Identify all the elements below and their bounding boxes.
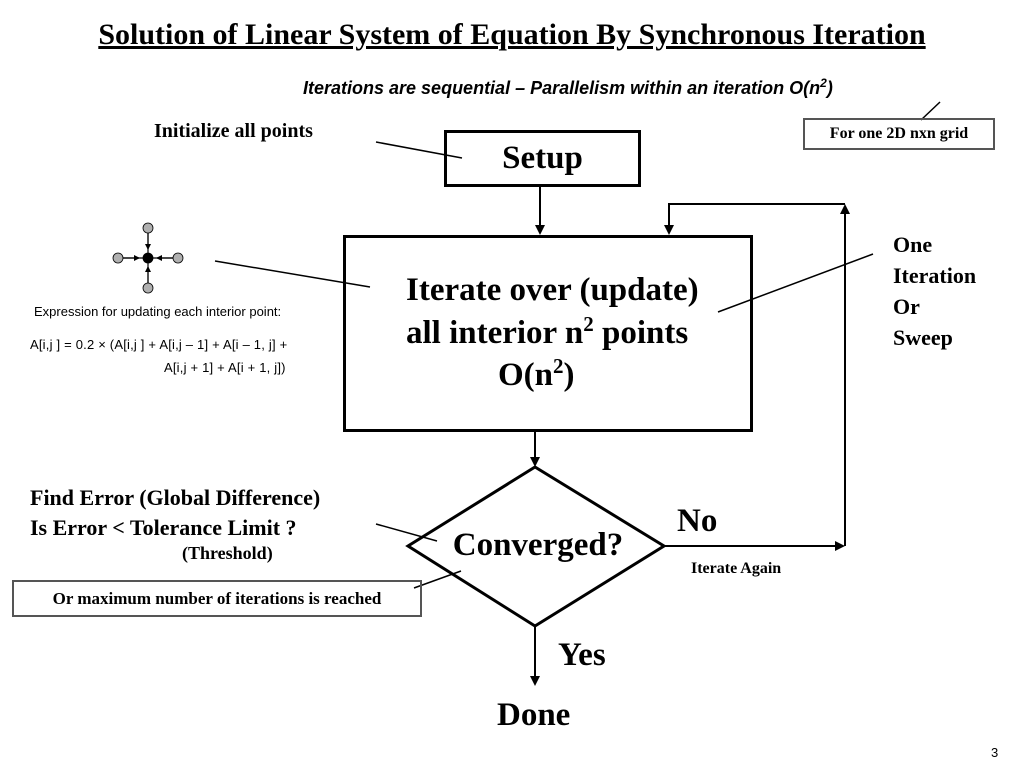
arrow-loop-back bbox=[664, 203, 845, 235]
yes-label: Yes bbox=[558, 637, 606, 673]
page-number: 3 bbox=[991, 745, 999, 760]
slide-subtitle: Iterations are sequential – Parallelism … bbox=[303, 76, 833, 99]
sweep-line-2: Iteration bbox=[893, 263, 977, 288]
threshold-label: (Threshold) bbox=[182, 543, 273, 563]
iterate-box: Iterate over (update) all interior n2 po… bbox=[343, 235, 753, 432]
iterate-line-2-sup: 2 bbox=[583, 312, 594, 336]
subtitle-sup: 2 bbox=[820, 76, 827, 90]
sweep-line-3: Or bbox=[893, 294, 920, 319]
grid-note-box: For one 2D nxn grid bbox=[803, 118, 995, 150]
iterate-line-3-text: O(n bbox=[498, 357, 554, 393]
no-label: No bbox=[677, 503, 718, 539]
tolerance-label: Is Error < Tolerance Limit ? bbox=[30, 515, 297, 540]
callout-grid-note bbox=[920, 101, 941, 121]
slide-title: Solution of Linear System of Equation By… bbox=[98, 18, 926, 51]
setup-box: Setup bbox=[444, 130, 641, 187]
iterate-line-2-tail: points bbox=[593, 315, 689, 351]
max-iterations-box: Or maximum number of iterations is reach… bbox=[12, 580, 422, 617]
expression-caption: Expression for updating each interior po… bbox=[34, 304, 282, 319]
iterate-line-1: Iterate over (update) bbox=[406, 272, 699, 308]
iterate-line-3-tail: ) bbox=[563, 357, 575, 393]
find-error-label: Find Error (Global Difference) bbox=[30, 485, 321, 510]
converged-label: Converged? bbox=[452, 527, 624, 563]
sweep-line-4: Sweep bbox=[893, 325, 953, 350]
subtitle-close: ) bbox=[826, 78, 833, 98]
iterate-line-2-text: all interior n bbox=[406, 315, 584, 351]
stencil-icon bbox=[112, 222, 184, 294]
iterate-line-3-sup: 2 bbox=[553, 354, 564, 378]
callout-sweep bbox=[717, 253, 874, 313]
sweep-line-1: One bbox=[893, 232, 933, 257]
iterate-again-label: Iterate Again bbox=[691, 560, 782, 577]
callout-initialize bbox=[375, 141, 463, 159]
sweep-label: One Iteration Or Sweep bbox=[893, 229, 1003, 353]
initialize-label: Initialize all points bbox=[154, 120, 313, 142]
done-label: Done bbox=[497, 697, 571, 733]
expression-line-1: A[i,j ] = 0.2 × (A[i,j ] + A[i,j – 1] + … bbox=[30, 337, 288, 352]
expression-line-2: A[i,j + 1] + A[i + 1, j]) bbox=[164, 360, 286, 375]
callout-tolerance bbox=[375, 523, 438, 542]
iterate-line-2: all interior n2 points bbox=[406, 312, 688, 352]
subtitle-text: Iterations are sequential – Parallelism … bbox=[303, 78, 821, 98]
iterate-line-3: O(n2) bbox=[498, 354, 575, 394]
